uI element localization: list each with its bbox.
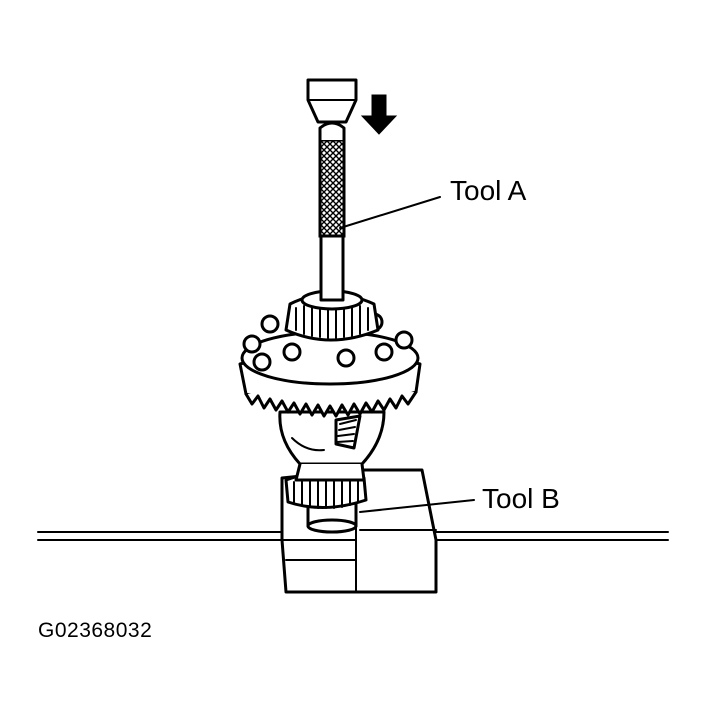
figure-id: G02368032	[38, 619, 152, 642]
tool-a-leader-line	[339, 196, 441, 229]
tool-b-leader-line	[359, 499, 475, 513]
differential-case	[278, 410, 386, 482]
tool-a-press-rod	[306, 78, 358, 302]
tool-a-label: Tool A	[450, 175, 527, 206]
arrow-down-icon	[360, 94, 398, 135]
work-table	[37, 531, 669, 541]
tool-b-label: Tool B	[482, 483, 560, 514]
